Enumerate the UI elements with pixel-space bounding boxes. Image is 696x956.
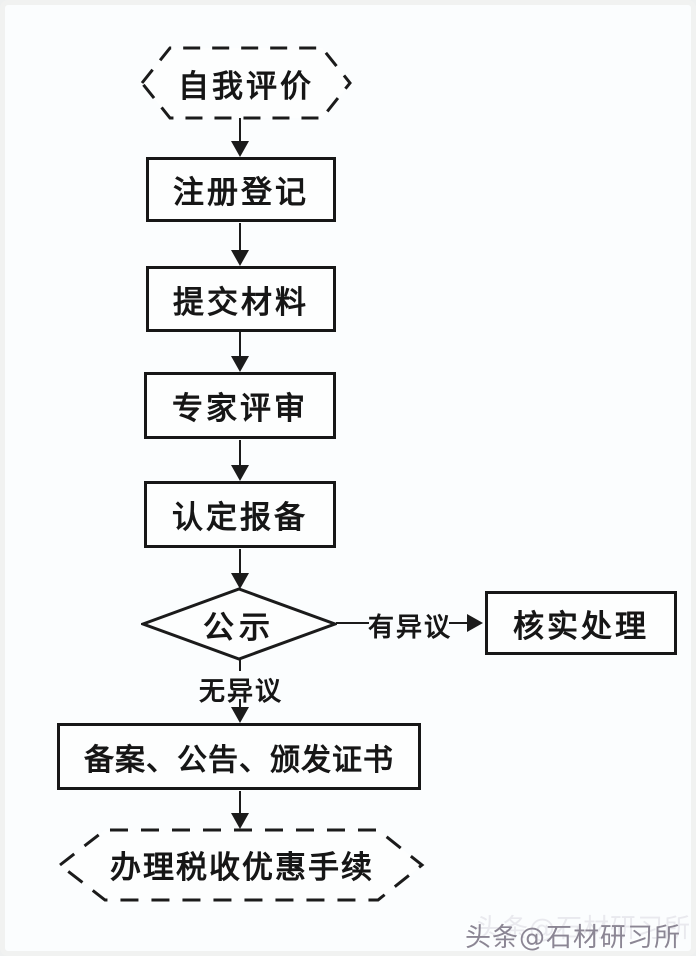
arrowhead-down-icon (231, 573, 249, 589)
arrowhead-right-icon (467, 614, 483, 632)
arrow-line (239, 223, 241, 250)
edge-line (239, 658, 241, 671)
node-label-submit-materials: 提交材料 (173, 284, 309, 321)
node-expert-review: 专家评审 (144, 372, 336, 439)
edge-line (336, 622, 369, 624)
node-label-self-evaluation: 自我评价 (178, 68, 314, 105)
watermark-text: 头条@石材研习所 (464, 923, 681, 953)
arrow-line (239, 440, 241, 465)
node-verify-handling: 核实处理 (485, 591, 677, 655)
node-submit-materials: 提交材料 (146, 266, 336, 332)
edge-line (449, 622, 467, 624)
edge-line (239, 699, 241, 707)
node-label-expert-review: 专家评审 (172, 391, 308, 427)
node-label-public-notice: 公示 (203, 609, 275, 646)
arrow-line (239, 549, 241, 573)
node-filing-announcement-certificate: 备案、公告、颁发证书 (57, 723, 421, 790)
arrow-line (239, 791, 241, 813)
node-label-recognition-filing: 认定报备 (172, 500, 308, 536)
node-public-notice: 公示 (141, 587, 337, 661)
node-self-evaluation: 自我评价 (138, 45, 354, 121)
node-recognition-filing: 认定报备 (144, 481, 336, 548)
edge-label-no-objection: 无异议 (198, 677, 283, 707)
node-label-tax-benefit-procedures: 办理税收优惠手续 (110, 849, 374, 886)
edge-label-objection: 有异议 (368, 613, 453, 643)
arrowhead-down-icon (231, 813, 249, 829)
arrowhead-down-icon (231, 250, 249, 266)
node-label-filing-announcement-certificate: 备案、公告、颁发证书 (84, 742, 394, 778)
arrowhead-down-icon (231, 707, 249, 723)
dashed-hexagon-outline (140, 46, 352, 120)
arrow-line (239, 118, 241, 141)
node-registration: 注册登记 (146, 157, 336, 222)
arrowhead-down-icon (231, 356, 249, 372)
arrowhead-down-icon (231, 465, 249, 481)
diamond-outline (141, 587, 337, 661)
node-label-verify-handling: 核实处理 (513, 608, 649, 645)
dashed-hexagon-outline (57, 828, 425, 902)
node-tax-benefit-procedures: 办理税收优惠手续 (53, 825, 431, 903)
arrow-line (239, 332, 241, 356)
arrowhead-down-icon (231, 141, 249, 157)
node-label-registration: 注册登记 (173, 175, 309, 211)
